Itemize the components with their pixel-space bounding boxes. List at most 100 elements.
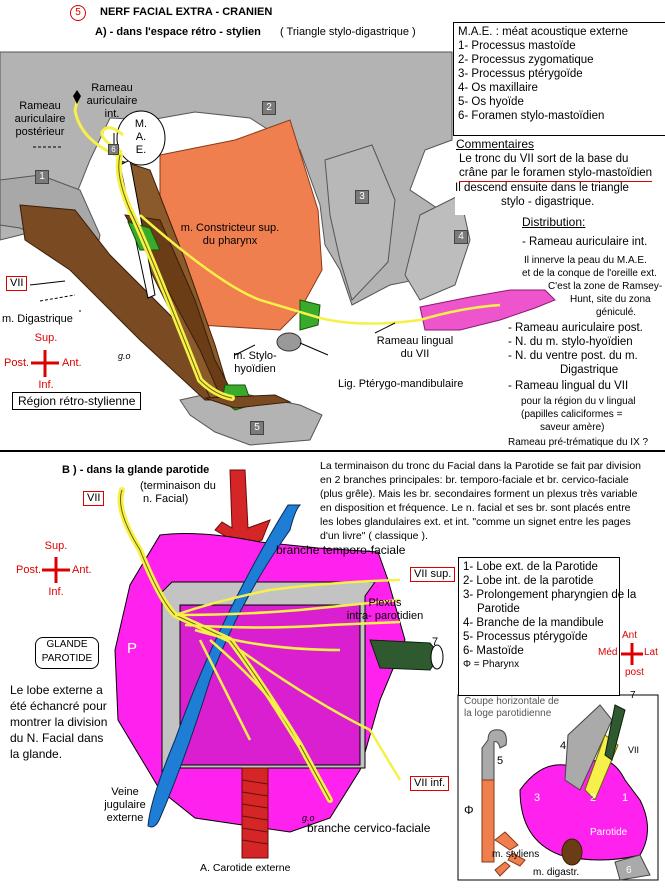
- label-vii-sup: VII sup.: [410, 567, 456, 582]
- label-rameau-int: Rameau auriculaire int.: [82, 82, 142, 121]
- dist-item: et de la conque de l'oreille ext.: [522, 268, 657, 279]
- label-line: du VII: [400, 348, 430, 360]
- legend-b-item: 3- Prolongement pharyngien de la: [463, 589, 637, 601]
- legend-b-text: = Pharynx: [473, 659, 520, 670]
- coupe-mandible: [564, 704, 613, 791]
- coupe-n1: 1: [622, 792, 629, 804]
- label-7-canal: 7: [432, 636, 439, 648]
- coupe-n3: 3: [534, 792, 541, 804]
- orient-b-sup: Sup.: [44, 540, 68, 552]
- label-line: (terminaison du: [140, 480, 216, 492]
- label-line: auriculaire: [86, 95, 138, 107]
- label-line: Rameau: [19, 100, 61, 112]
- label-line: jugulaire: [104, 799, 146, 811]
- label-line: intra- parotidien: [346, 610, 424, 622]
- coupe-title: Coupe horizontale de la loge parotidienn…: [464, 696, 559, 720]
- page-title: NERF FACIAL EXTRA - CRANIEN: [100, 6, 273, 18]
- label-line: GLANDE: [46, 639, 88, 650]
- distribution-title: Distribution:: [522, 215, 586, 229]
- coupe-n4: 4: [560, 740, 567, 752]
- comments-title: Commentaires: [456, 137, 535, 151]
- part-a-subheading: ( Triangle stylo-digastrique ): [280, 26, 416, 38]
- label-line: M.: [134, 118, 148, 130]
- label-line: montrer la division: [10, 715, 108, 729]
- label-plexus: Plexus intra- parotidien: [330, 597, 440, 623]
- intro-line: (plus grêle). Mais les br. secondaires f…: [320, 488, 638, 500]
- orientation-cross-a: [31, 350, 59, 377]
- label-stylohyoidien: m. Stylo- hyoïdien: [230, 350, 280, 376]
- dist-item: - Rameau auriculaire int.: [522, 236, 648, 248]
- comment-line: stylo - digastrique.: [501, 196, 595, 208]
- coupe-mastoid: [614, 854, 651, 881]
- coupe-styloid: [494, 831, 526, 877]
- legend-a: M.A.E. : méat acoustique externe 1- Proc…: [453, 22, 665, 136]
- dist-item: pour la région du v lingual: [521, 396, 636, 407]
- orient-c-med: Méd: [598, 647, 618, 658]
- dist-item: Digastrique: [560, 364, 619, 376]
- stenon-canal: [369, 639, 441, 671]
- tongue: [419, 289, 556, 331]
- label-mae: M. A. E.: [130, 118, 152, 157]
- label-line: E.: [135, 144, 147, 156]
- coupe-n6: 6: [626, 865, 632, 876]
- phi-symbol: Φ: [463, 659, 471, 670]
- label-terminaison: (terminaison du n. Facial): [140, 480, 216, 506]
- dist-item: (papilles caliciformes =: [521, 409, 623, 420]
- label-p: P: [127, 640, 138, 657]
- coupe-nvii: VII: [628, 745, 640, 755]
- label-part: branche: [276, 543, 320, 557]
- figure-number: 5: [70, 5, 86, 21]
- lingual-branch: [139, 214, 421, 325]
- legend-b-item: 5- Processus ptérygoïde: [463, 631, 588, 643]
- label-digastrique: m. Digastrique: [2, 313, 73, 325]
- dist-item: - N. du m. stylo-hyoïdien: [508, 336, 633, 348]
- label-line: du N. Facial dans: [10, 731, 104, 745]
- label-line: Plexus: [368, 597, 402, 609]
- signature-a: g.o: [118, 351, 131, 361]
- inner-lobe: [179, 604, 361, 766]
- legend-b: 1- Lobe ext. de la Parotide 2- Lobe int.…: [458, 557, 637, 696]
- jugular-vein: [147, 504, 302, 828]
- label-line: externe: [106, 812, 144, 824]
- dist-item: C'est la zone de Ramsey-: [548, 281, 663, 292]
- comment-line: Il descend ensuite dans le triangle: [455, 182, 629, 194]
- signature-b: g.o: [302, 813, 315, 823]
- coupe-parotide: Parotide: [590, 827, 628, 838]
- orient-b-ant: Ant.: [72, 564, 92, 576]
- stenon-opening: [430, 644, 444, 670]
- label-line: Rameau lingual: [376, 335, 454, 347]
- label-line: Le lobe externe a: [10, 683, 103, 697]
- label-rameau-lingual: Rameau lingual du VII: [375, 335, 455, 361]
- dist-item: Hunt, site du zona: [570, 294, 651, 305]
- label-vii-b: VII: [83, 491, 105, 506]
- legend-a-item: 6- Foramen stylo-mastoïdien: [458, 110, 605, 122]
- label-line: A.: [135, 131, 147, 143]
- facial-nerve-trunk-outline: [118, 154, 233, 399]
- facial-branches: [174, 578, 402, 781]
- orient-a-ant: Ant.: [62, 357, 82, 369]
- arrow-up: [73, 90, 81, 104]
- intro-line: en 2 branches principales: br. temporo-f…: [320, 474, 629, 486]
- dist-item: géniculé.: [596, 307, 637, 318]
- bone-label-1: 1: [35, 170, 49, 184]
- label-line: Veine: [111, 786, 139, 798]
- label-line: m. Stylo-: [233, 350, 277, 362]
- coupe-digastric: [561, 838, 583, 866]
- label-lig: Lig. Ptérygo-mandibulaire: [338, 378, 464, 390]
- label-branche-temporo: branche temporo-faciale: [276, 544, 405, 557]
- coupe-parotid: [519, 759, 648, 861]
- orient-b-inf: Inf.: [48, 586, 64, 598]
- dist-item: - Rameau auriculaire post.: [508, 322, 643, 334]
- orient-c-post: post: [625, 667, 644, 678]
- mae-ellipse: [116, 110, 166, 166]
- label-line: PAROTIDE: [41, 653, 93, 664]
- dist-item: Il innerve la peau du M.A.E.: [524, 255, 647, 266]
- label-line: auriculaire: [14, 113, 66, 125]
- label-rameau-post: Rameau auriculaire postérieur: [10, 100, 70, 139]
- dist-item: - N. du ventre post. du m.: [508, 350, 638, 362]
- label-line: été échancré pour: [10, 699, 107, 713]
- bone-label-2: 2: [262, 101, 276, 115]
- legend-b-item: 4- Branche de la mandibule: [463, 617, 604, 629]
- lingual-branch-2: [419, 303, 501, 322]
- label-vii-inf: VII inf.: [410, 776, 450, 791]
